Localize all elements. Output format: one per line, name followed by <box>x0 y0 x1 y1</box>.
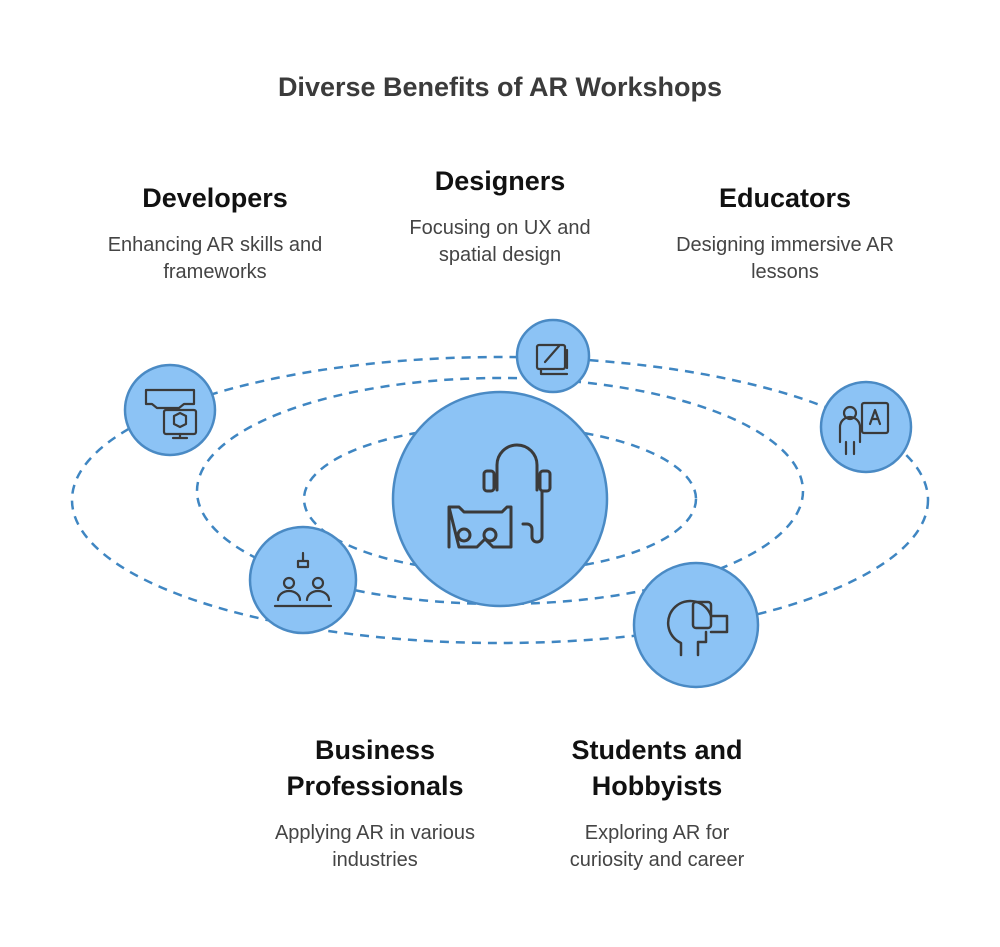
students-circle <box>632 561 760 689</box>
center-circle <box>391 390 609 608</box>
educators-desc-2: lessons <box>751 261 819 283</box>
business-heading-2: Professionals <box>286 771 464 801</box>
business-desc-2: industries <box>332 849 418 871</box>
teacher-board-icon <box>838 401 890 456</box>
educators-label: Educators Designing immersive AR lessons <box>640 180 930 286</box>
designers-desc-2: spatial design <box>438 244 562 266</box>
vr-headset-monitor-icon <box>144 388 198 440</box>
educators-heading: Educators <box>718 183 852 213</box>
educators-desc-1: Designing immersive AR <box>676 234 894 256</box>
students-heading-2: Hobbyists <box>591 771 723 801</box>
business-label: Business Professionals Applying AR in va… <box>225 732 525 874</box>
designers-heading: Designers <box>434 166 566 196</box>
business-meeting-icon <box>273 551 333 608</box>
business-heading-1: Business <box>314 735 436 765</box>
students-desc-2: curiosity and career <box>569 849 745 871</box>
students-heading-1: Students and <box>571 735 743 765</box>
educators-circle <box>819 380 913 474</box>
developers-heading: Developers <box>142 183 288 213</box>
design-tablet-icon <box>535 343 569 376</box>
developers-desc-2: frameworks <box>163 261 267 283</box>
outer-orbit <box>70 355 930 645</box>
page-title: Diverse Benefits of AR Workshops <box>277 72 723 102</box>
vr-head-icon <box>666 599 729 657</box>
students-desc-1: Exploring AR for <box>584 822 730 844</box>
business-desc-1: Applying AR in various <box>274 822 476 844</box>
developers-label: Developers Enhancing AR skills and frame… <box>70 180 360 286</box>
designers-label: Designers Focusing on UX and spatial des… <box>355 163 645 269</box>
designers-circle <box>515 318 591 394</box>
business-circle <box>248 525 358 635</box>
inner-orbit <box>302 424 698 574</box>
designers-desc-1: Focusing on UX and <box>409 217 591 239</box>
developers-desc-1: Enhancing AR skills and <box>107 234 323 256</box>
students-label: Students and Hobbyists Exploring AR for … <box>507 732 807 874</box>
vr-headset-headphones-icon <box>447 443 552 549</box>
